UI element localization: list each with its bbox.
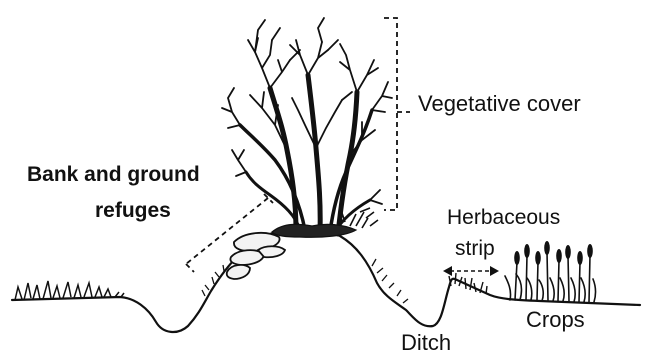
bank-refuges-label-line2: refuges xyxy=(95,199,171,223)
ditch-grass xyxy=(449,273,487,294)
ditch-label: Ditch xyxy=(401,330,451,356)
stone-refuges xyxy=(227,233,285,279)
herbaceous-strip-arrow xyxy=(443,266,499,276)
crop-heads xyxy=(514,241,593,265)
herbaceous-strip-label-line2: strip xyxy=(455,237,495,261)
shrub-trunks xyxy=(240,75,372,234)
vegetative-cover-bracket xyxy=(384,18,410,210)
bank-refuges-label-line1: Bank and ground xyxy=(27,163,200,187)
crops-label: Crops xyxy=(526,307,585,333)
herbaceous-strip-label-line1: Herbaceous xyxy=(447,206,560,230)
vegetative-cover-label: Vegetative cover xyxy=(418,91,581,117)
